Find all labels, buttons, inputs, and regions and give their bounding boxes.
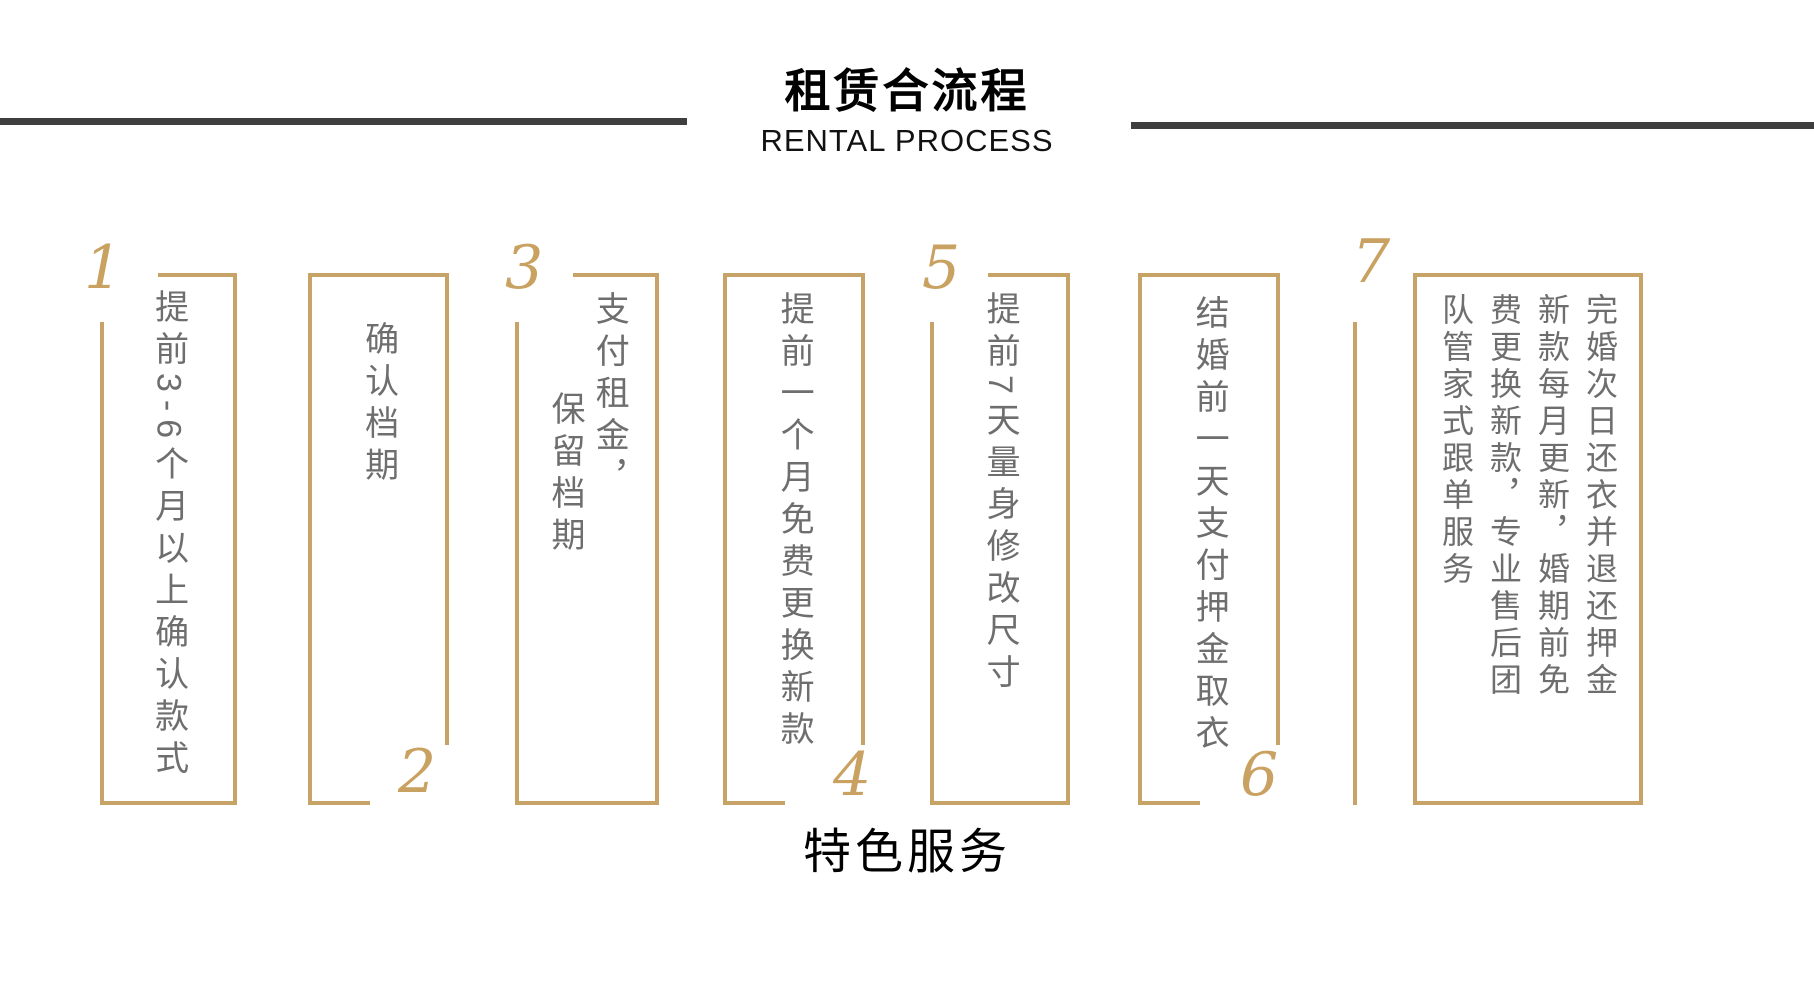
step6-border-top [1138, 273, 1280, 277]
step4-border-bottom [723, 801, 785, 805]
step5-text-column: 提前7天量身修改尺寸 [981, 291, 1020, 696]
step2-text-column: 确认档期 [359, 321, 398, 489]
step4-text: 提前一个月免费更换新款 [772, 277, 816, 753]
step6-text: 结婚前一天支付押金取衣 [1187, 277, 1231, 757]
step5-text: 提前7天量身修改尺寸 [978, 277, 1022, 696]
step6-border-bottom [1138, 801, 1200, 805]
step1-border-bottom [100, 801, 237, 805]
step1-border-right [233, 273, 237, 805]
step7-border-bottom [1413, 801, 1643, 805]
step7-text: 完婚次日还衣并退还押金 新款每月更新，婚期前免 费更换新款，专业售后团 队管家式… [1432, 277, 1624, 700]
step7-text-column-4: 队管家式跟单服务 [1438, 293, 1474, 589]
step6-box: 结婚前一天支付押金取衣 [1138, 273, 1280, 805]
header-rule-left [0, 118, 687, 125]
step6-number: 6 [1240, 740, 1279, 810]
step1-border-top [158, 273, 237, 277]
step3-number: 3 [505, 233, 544, 303]
step1-text-column: 提前3-6个月以上确认款式 [149, 289, 188, 783]
step4-text-column: 提前一个月免费更换新款 [775, 291, 814, 753]
header: 租赁合流程 RENTAL PROCESS [0, 66, 1814, 159]
step6-border-left [1138, 273, 1142, 805]
step3-text: 支付租金， 保留档期 [543, 277, 631, 559]
step5-border-right [1066, 273, 1070, 805]
step7-number: 7 [1352, 227, 1391, 297]
step1-text: 提前3-6个月以上确认款式 [146, 277, 190, 782]
step3-border-right [655, 273, 659, 805]
step5-number: 5 [922, 233, 961, 303]
step3-border-top [573, 273, 659, 277]
step2-text: 确认档期 [356, 277, 400, 489]
step2-number: 2 [398, 737, 437, 807]
step5-border-bottom [930, 801, 1070, 805]
step1-number: 1 [84, 233, 123, 303]
step7-border-right [1639, 273, 1643, 805]
step1-box: 提前3-6个月以上确认款式 [100, 273, 237, 805]
step2-border-right [445, 273, 449, 745]
step4-border-right [861, 273, 865, 745]
step7-border-top [1413, 273, 1643, 277]
step7-text-column-2: 新款每月更新，婚期前免 [1534, 293, 1570, 700]
step4-border-left [723, 273, 727, 805]
step4-border-top [723, 273, 865, 277]
header-rule-right [1131, 122, 1814, 129]
step3-box: 支付租金， 保留档期 [515, 273, 659, 805]
step3-text-column-2: 保留档期 [546, 391, 584, 559]
step5-border-top [988, 273, 1070, 277]
step3-text-column-1: 支付租金， [590, 291, 629, 501]
step1-border-left [100, 322, 104, 805]
step2-border-bottom [308, 801, 370, 805]
step6-text-column: 结婚前一天支付押金取衣 [1190, 295, 1229, 757]
page-title-chinese: 租赁合流程 [784, 65, 1030, 117]
step2-border-top [308, 273, 449, 277]
step3-border-left [515, 322, 519, 805]
step7-text-column-1: 完婚次日还衣并退还押金 [1582, 293, 1618, 700]
step2-box: 确认档期 [308, 273, 449, 805]
step5-box: 提前7天量身修改尺寸 [930, 273, 1070, 805]
step5-border-left [930, 322, 934, 805]
footer: 特色服务 [0, 812, 1814, 882]
step3-border-bottom [515, 801, 659, 805]
step2-border-left [308, 273, 312, 805]
step7-box: 完婚次日还衣并退还押金 新款每月更新，婚期前免 费更换新款，专业售后团 队管家式… [1413, 273, 1643, 805]
step4-box: 提前一个月免费更换新款 [723, 273, 865, 805]
page-title-english: RENTAL PROCESS [760, 122, 1054, 158]
step4-number: 4 [833, 740, 872, 810]
step7-text-column-3: 费更换新款，专业售后团 [1486, 293, 1522, 700]
footer-title: 特色服务 [802, 826, 1011, 879]
step6-border-right [1276, 273, 1280, 745]
step7-left-accent-line [1353, 322, 1357, 805]
step7-border-left [1413, 273, 1417, 805]
